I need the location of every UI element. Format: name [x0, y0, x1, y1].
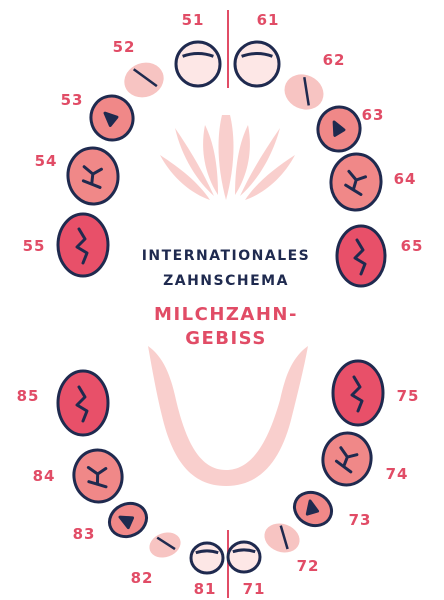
tooth-label-55: 55: [23, 237, 46, 255]
tooth-62[interactable]: [279, 68, 330, 116]
tooth-crown-61: [235, 42, 279, 86]
tooth-71[interactable]: [228, 542, 260, 572]
tooth-label-82: 82: [131, 569, 154, 587]
tooth-53[interactable]: [87, 93, 136, 144]
tooth-51[interactable]: [176, 42, 220, 86]
tooth-64[interactable]: [329, 152, 384, 212]
tooth-crown-51: [176, 42, 220, 86]
tooth-81[interactable]: [191, 543, 223, 573]
title-line-4: GEBISS: [185, 328, 267, 349]
tooth-label-54: 54: [35, 152, 58, 170]
tooth-crown-75: [333, 361, 383, 425]
tooth-crown-72: [260, 519, 303, 558]
palate-icon: [160, 115, 295, 200]
tooth-73[interactable]: [289, 486, 337, 531]
tooth-crown-82: [146, 528, 184, 561]
tooth-72[interactable]: [260, 519, 303, 558]
tooth-label-53: 53: [61, 91, 84, 109]
tooth-crown-52: [119, 57, 168, 103]
tooth-label-63: 63: [362, 106, 385, 124]
tooth-label-84: 84: [33, 467, 56, 485]
tooth-label-74: 74: [386, 465, 409, 483]
tongue-icon: [148, 346, 308, 486]
tooth-label-72: 72: [297, 557, 320, 575]
title-line-3: MILCHZAHN-: [154, 304, 298, 325]
tooth-label-65: 65: [401, 237, 424, 255]
tooth-label-83: 83: [73, 525, 96, 543]
tooth-crown-85: [58, 371, 108, 435]
tooth-label-61: 61: [257, 11, 280, 29]
tooth-label-62: 62: [323, 51, 346, 69]
tooth-74[interactable]: [319, 429, 375, 489]
tooth-crown-55: [58, 214, 108, 276]
tooth-label-73: 73: [349, 511, 372, 529]
tooth-54[interactable]: [66, 146, 121, 206]
tooth-label-64: 64: [394, 170, 417, 188]
title-line-2: ZAHNSCHEMA: [163, 273, 289, 289]
tooth-crown-81: [191, 543, 223, 573]
tooth-52[interactable]: [119, 57, 168, 103]
tooth-63[interactable]: [314, 104, 363, 155]
tooth-label-81: 81: [194, 580, 217, 598]
tooth-84[interactable]: [70, 446, 126, 506]
tooth-82[interactable]: [146, 528, 184, 561]
tooth-label-71: 71: [243, 580, 266, 598]
tooth-label-52: 52: [113, 38, 136, 56]
tooth-55[interactable]: [58, 214, 108, 276]
tooth-crown-62: [279, 68, 330, 116]
tooth-label-85: 85: [17, 387, 40, 405]
tooth-85[interactable]: [58, 371, 108, 435]
title-line-1: INTERNATIONALES: [142, 248, 311, 264]
tooth-crown-65: [337, 226, 385, 286]
tooth-label-51: 51: [182, 11, 205, 29]
tooth-83[interactable]: [104, 497, 152, 542]
tooth-label-75: 75: [397, 387, 420, 405]
tooth-75[interactable]: [333, 361, 383, 425]
tooth-65[interactable]: [337, 226, 385, 286]
tooth-crown-71: [228, 542, 260, 572]
tooth-61[interactable]: [235, 42, 279, 86]
